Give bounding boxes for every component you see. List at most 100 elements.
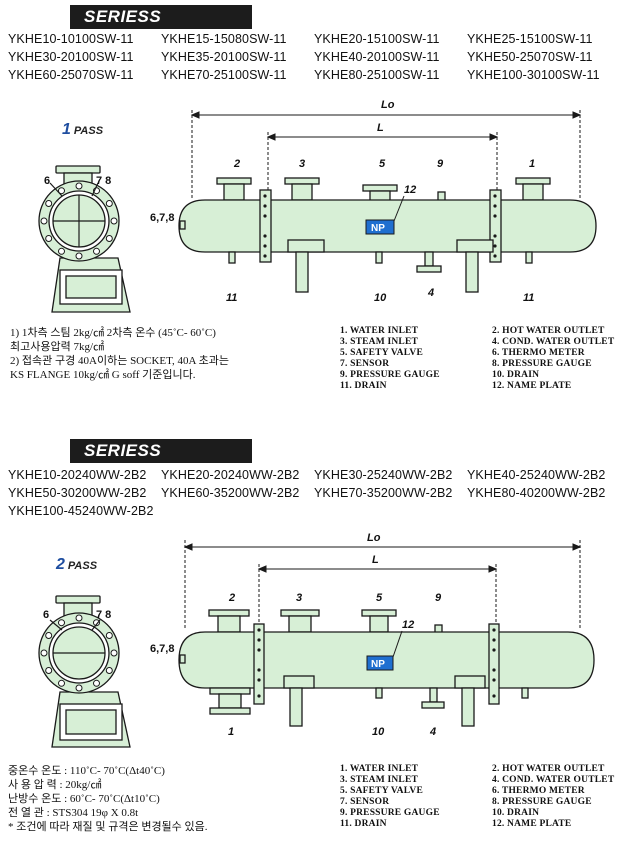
callout-5: 5 xyxy=(376,592,383,604)
note-line: 중온수 온도 : 110˚C- 70˚C(Δt40˚C) xyxy=(8,765,165,777)
legend-item: 1. WATER INLET xyxy=(340,326,419,336)
legend-item: 12. NAME PLATE xyxy=(492,381,572,391)
dimension-lo-label: Lo xyxy=(381,99,395,111)
model-list-2: YKHE10-20240WW-2B2 YKHE20-20240WW-2B2 YK… xyxy=(8,466,620,520)
bolt-hole xyxy=(110,649,118,657)
model-row: YKHE10-10100SW-11 YKHE15-15080SW-11 YKHE… xyxy=(8,30,620,48)
legend-left-2: 1. WATER INLET 3. STEAM INLET 5. SAFETY … xyxy=(340,764,440,830)
bolt-hole xyxy=(105,200,113,207)
bolt-hole xyxy=(93,247,100,255)
note-line: 난방수 온도 : 60˚C- 70˚C(Δt10˚C) xyxy=(8,793,160,805)
model-name: YKHE80-25100SW-11 xyxy=(314,68,440,82)
callout-3: 3 xyxy=(299,158,305,170)
model-row: YKHE60-25070SW-11 YKHE70-25100SW-11 YKHE… xyxy=(8,66,620,84)
callout-9: 9 xyxy=(437,158,444,170)
model-name: YKHE10-10100SW-11 xyxy=(8,32,134,46)
nameplate-1 xyxy=(365,219,395,235)
model-name: YKHE50-30200WW-2B2 xyxy=(8,486,147,500)
nameplate-text: NP xyxy=(371,223,385,234)
bolt-hole xyxy=(45,200,53,207)
model-name: YKHE70-35200WW-2B2 xyxy=(314,486,453,500)
dimension-lo-label: Lo xyxy=(367,532,381,544)
series-banner-2: SERIESS xyxy=(70,439,252,463)
legend-item: 2. HOT WATER OUTLET xyxy=(492,764,605,774)
bolt-hole xyxy=(105,632,113,639)
model-name: YKHE60-35200WW-2B2 xyxy=(161,486,300,500)
model-name: YKHE70-25100SW-11 xyxy=(161,68,287,82)
model-name: YKHE100-45240WW-2B2 xyxy=(8,504,154,518)
model-name: YKHE50-25070SW-11 xyxy=(467,50,593,64)
bolt-hole xyxy=(93,619,100,627)
legend-item: 12. NAME PLATE xyxy=(492,819,572,829)
nameplate-text: NP xyxy=(371,659,385,670)
model-name: YKHE40-20100SW-11 xyxy=(314,50,440,64)
legend-item: 5. SAFETY VALVE xyxy=(340,786,423,796)
model-name: YKHE20-15100SW-11 xyxy=(314,32,440,46)
model-row: YKHE50-30200WW-2B2 YKHE60-35200WW-2B2 YK… xyxy=(8,484,620,502)
callout-11b: 11 xyxy=(523,292,534,304)
note-line: 2) 접속관 구경 40A이하는 SOCKET, 40A 초과는 xyxy=(10,355,229,367)
dimension-l-label: L xyxy=(377,122,384,134)
callout-7-8: 7 8 xyxy=(96,609,111,621)
model-row: YKHE10-20240WW-2B2 YKHE20-20240WW-2B2 YK… xyxy=(8,466,620,484)
callout-3: 3 xyxy=(296,592,302,604)
note-line: 최고사용압력 7kg/㎠ xyxy=(10,341,105,353)
model-row: YKHE100-45240WW-2B2 xyxy=(8,502,620,520)
note-line: * 조건에 따라 재질 및 규격은 변경될수 있음. xyxy=(8,821,208,833)
bolt-hole xyxy=(45,667,53,674)
dimension-l-label: L xyxy=(372,554,379,566)
legend-item: 1. WATER INLET xyxy=(340,764,419,774)
model-name: YKHE15-15080SW-11 xyxy=(161,32,287,46)
notes-1: 1) 1차측 스팀 2kg/㎠ 2차측 온수 (45˚C- 60˚C) 최고사용… xyxy=(10,326,229,382)
legend-item: 6. THERMO METER xyxy=(492,348,585,358)
legend-item: 6. THERMO METER xyxy=(492,786,585,796)
bolt-hole xyxy=(110,217,118,225)
legend-item: 11. DRAIN xyxy=(340,819,387,829)
bolt-hole xyxy=(75,252,83,260)
bolt-hole xyxy=(75,614,83,622)
model-name: YKHE35-20100SW-11 xyxy=(161,50,287,64)
bolt-circle-2 xyxy=(40,614,118,692)
pass-text: PASS xyxy=(73,125,104,137)
legend-item: 4. COND. WATER OUTLET xyxy=(492,337,615,347)
bolt-hole xyxy=(75,684,83,692)
bolt-hole xyxy=(58,187,65,195)
callout-10: 10 xyxy=(374,292,387,304)
callout-6-7-8: 6,7,8 xyxy=(150,643,174,655)
callout-9: 9 xyxy=(435,592,442,604)
legend-item: 11. DRAIN xyxy=(340,381,387,391)
legend-right-2: 2. HOT WATER OUTLET 4. COND. WATER OUTLE… xyxy=(492,764,614,830)
callout-2: 2 xyxy=(228,592,235,604)
legend-item: 5. SAFETY VALVE xyxy=(340,348,423,358)
callout-12: 12 xyxy=(404,184,416,196)
nameplate-2 xyxy=(366,655,394,671)
callout-5: 5 xyxy=(379,158,386,170)
legend-item: 7. SENSOR xyxy=(340,359,390,369)
callout-6: 6 xyxy=(44,175,50,187)
model-name: YKHE10-20240WW-2B2 xyxy=(8,468,147,482)
bolt-hole xyxy=(105,667,113,674)
callout-11a: 11 xyxy=(226,292,237,304)
callout-1: 1 xyxy=(529,158,535,170)
bolt-hole xyxy=(93,679,100,687)
legend-item: 7. SENSOR xyxy=(340,797,390,807)
note-line: 1) 1차측 스팀 2kg/㎠ 2차측 온수 (45˚C- 60˚C) xyxy=(10,327,216,339)
pass-text: PASS xyxy=(67,560,98,572)
legend-item: 3. STEAM INLET xyxy=(340,337,419,347)
notes-2: 중온수 온도 : 110˚C- 70˚C(Δt40˚C) 사 용 압 력 : 2… xyxy=(8,764,208,834)
model-name: YKHE100-30100SW-11 xyxy=(467,68,600,82)
model-name: YKHE30-20100SW-11 xyxy=(8,50,134,64)
bolt-hole xyxy=(45,235,53,242)
series-banner-1: SERIESS xyxy=(70,5,252,29)
legend-item: 3. STEAM INLET xyxy=(340,775,419,785)
model-name: YKHE40-25240WW-2B2 xyxy=(467,468,606,482)
legend-item: 2. HOT WATER OUTLET xyxy=(492,326,605,336)
flange-bolts-2 xyxy=(257,628,496,698)
bolt-hole xyxy=(75,182,83,190)
vessel-1 xyxy=(178,177,597,293)
end-view-1 xyxy=(38,165,131,313)
callout-12: 12 xyxy=(402,619,414,631)
